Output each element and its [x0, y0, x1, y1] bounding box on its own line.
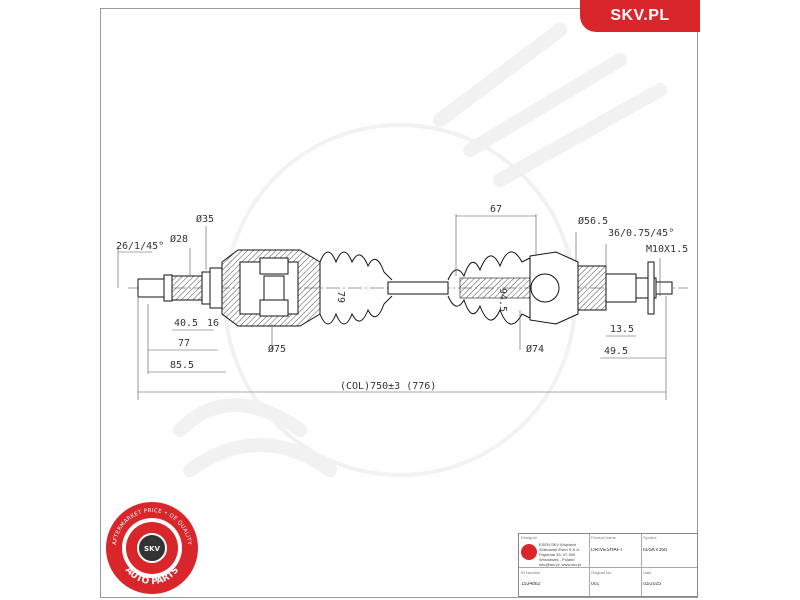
- designer-text: ESEN SKV Wojciech Ziółkowski Esen S.K.A.…: [539, 542, 582, 567]
- dim-dia-28: Ø28: [170, 233, 188, 245]
- dim-length-16: 16: [207, 318, 219, 329]
- id-number: 1534882: [521, 582, 541, 587]
- date-value: 03/2025: [643, 582, 662, 587]
- dim-dia-35: Ø35: [196, 213, 214, 225]
- dim-chamfer-right: 36/0.75/45°: [608, 228, 674, 239]
- symbol-heading: Symbol: [643, 535, 657, 540]
- outer-boot: [447, 251, 531, 325]
- dim-length-40-5: 40.5: [174, 318, 198, 329]
- title-block-divider: [641, 534, 642, 596]
- outer-joint: [529, 251, 673, 325]
- id-heading: ID Number: [521, 570, 541, 575]
- dim-overall-length: (COL)750±3 (776): [340, 381, 436, 392]
- dim-length-13-5: 13.5: [610, 324, 634, 335]
- original-heading: Original No.: [591, 570, 613, 575]
- left-stub-shaft: [137, 267, 223, 309]
- dim-length-49-5: 49.5: [604, 346, 628, 357]
- dim-67: 67: [490, 204, 502, 215]
- dim-length-85-5: 85.5: [170, 360, 194, 371]
- title-block: Designer ESEN SKV Wojciech Ziółkowski Es…: [518, 533, 698, 597]
- auto-parts-badge: AFTERMARKET PRICE • OE QUALITY AUTO PART…: [106, 502, 198, 594]
- inner-boot: [319, 251, 393, 325]
- product-name-heading: Product name: [591, 535, 616, 540]
- dim-dia-74: Ø74: [526, 343, 544, 355]
- dimension-lines: [117, 214, 667, 400]
- designer-logo-icon: [521, 544, 537, 560]
- dim-thread: M10X1.5: [646, 244, 688, 255]
- date-heading: Date: [643, 570, 652, 575]
- dim-94-5: 94.5: [497, 288, 508, 312]
- designer-heading: Designer: [521, 535, 538, 540]
- main-shaft: [387, 281, 449, 295]
- dim-dia-75: Ø75: [268, 343, 286, 355]
- brand-logo[interactable]: SKV.PL: [580, 0, 700, 32]
- symbol-value: 60SKV368: [643, 548, 667, 553]
- gear-icon: [137, 533, 167, 563]
- dim-dia-56-5: Ø56.5: [578, 215, 608, 227]
- product-name: DRIVESHAFT: [591, 548, 623, 553]
- dim-length-77: 77: [178, 338, 190, 349]
- inner-joint-housing: [221, 249, 321, 327]
- dim-chamfer-left: 26/1/45°: [116, 241, 164, 252]
- watermark: [173, 23, 667, 477]
- badge-center-text: SKV: [144, 545, 160, 553]
- original-number: 001: [591, 582, 600, 587]
- title-block-divider: [519, 567, 697, 568]
- title-block-divider: [589, 534, 590, 596]
- dim-79: 79: [335, 291, 346, 303]
